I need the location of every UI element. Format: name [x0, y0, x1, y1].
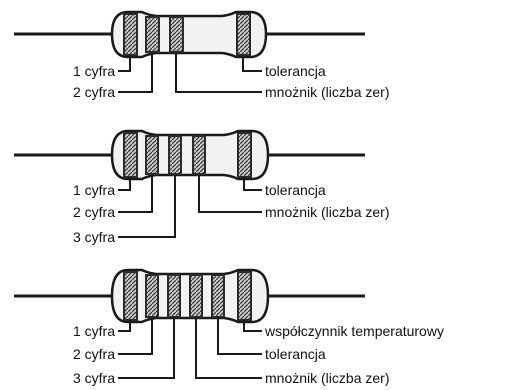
label-multiplier: mnożnik (liczba zer) [265, 84, 389, 100]
resistor-4-band: 1 cyfra 2 cyfra tolerancja mnożnik (licz… [14, 10, 389, 100]
band-tolerance [236, 13, 251, 56]
resistor-6-band: 1 cyfra 2 cyfra 3 cyfra współczynnik tem… [14, 268, 444, 386]
label-second-digit: 2 cyfra [73, 84, 115, 100]
leader-line [118, 174, 176, 238]
band-2-digit [145, 135, 159, 175]
label-tolerance: tolerancja [265, 346, 326, 362]
leader-line [175, 52, 262, 93]
leader-line [242, 55, 262, 72]
band-multiplier [189, 274, 203, 318]
label-temperature-coefficient: współczynnik temperaturowy [264, 323, 444, 339]
leader-line [118, 55, 131, 72]
band-1-digit [123, 13, 138, 56]
label-third-digit: 3 cyfra [73, 229, 115, 245]
label-first-digit: 1 cyfra [73, 323, 115, 339]
leader-line [243, 320, 262, 332]
leader-line [118, 317, 175, 379]
leader-line [118, 174, 153, 213]
band-3-digit [168, 135, 182, 175]
label-multiplier: mnożnik (liczba zer) [265, 204, 389, 220]
band-2-digit [145, 274, 159, 318]
leader-line [217, 317, 262, 355]
leader-line [243, 177, 262, 191]
label-tolerance: tolerancja [265, 63, 326, 79]
band-multiplier [169, 16, 184, 53]
band-temperature-coefficient [237, 271, 252, 321]
band-2-digit [145, 16, 160, 53]
leader-line [118, 320, 131, 332]
band-3-digit [167, 274, 181, 318]
band-1-digit [123, 132, 138, 178]
leader-line [118, 317, 153, 355]
label-third-digit: 3 cyfra [73, 370, 115, 386]
label-first-digit: 1 cyfra [73, 182, 115, 198]
band-multiplier [192, 135, 206, 175]
band-tolerance [237, 132, 252, 178]
leader-line [118, 177, 131, 191]
leader-line [195, 317, 262, 379]
label-multiplier: mnożnik (liczba zer) [265, 370, 389, 386]
band-tolerance [211, 274, 225, 318]
label-first-digit: 1 cyfra [73, 63, 115, 79]
leader-line [118, 52, 153, 93]
resistor-5-band: 1 cyfra 2 cyfra 3 cyfra tolerancja mnożn… [14, 129, 389, 245]
leader-line [198, 174, 262, 213]
label-second-digit: 2 cyfra [73, 346, 115, 362]
label-second-digit: 2 cyfra [73, 204, 115, 220]
label-tolerance: tolerancja [265, 182, 326, 198]
band-1-digit [123, 271, 138, 321]
